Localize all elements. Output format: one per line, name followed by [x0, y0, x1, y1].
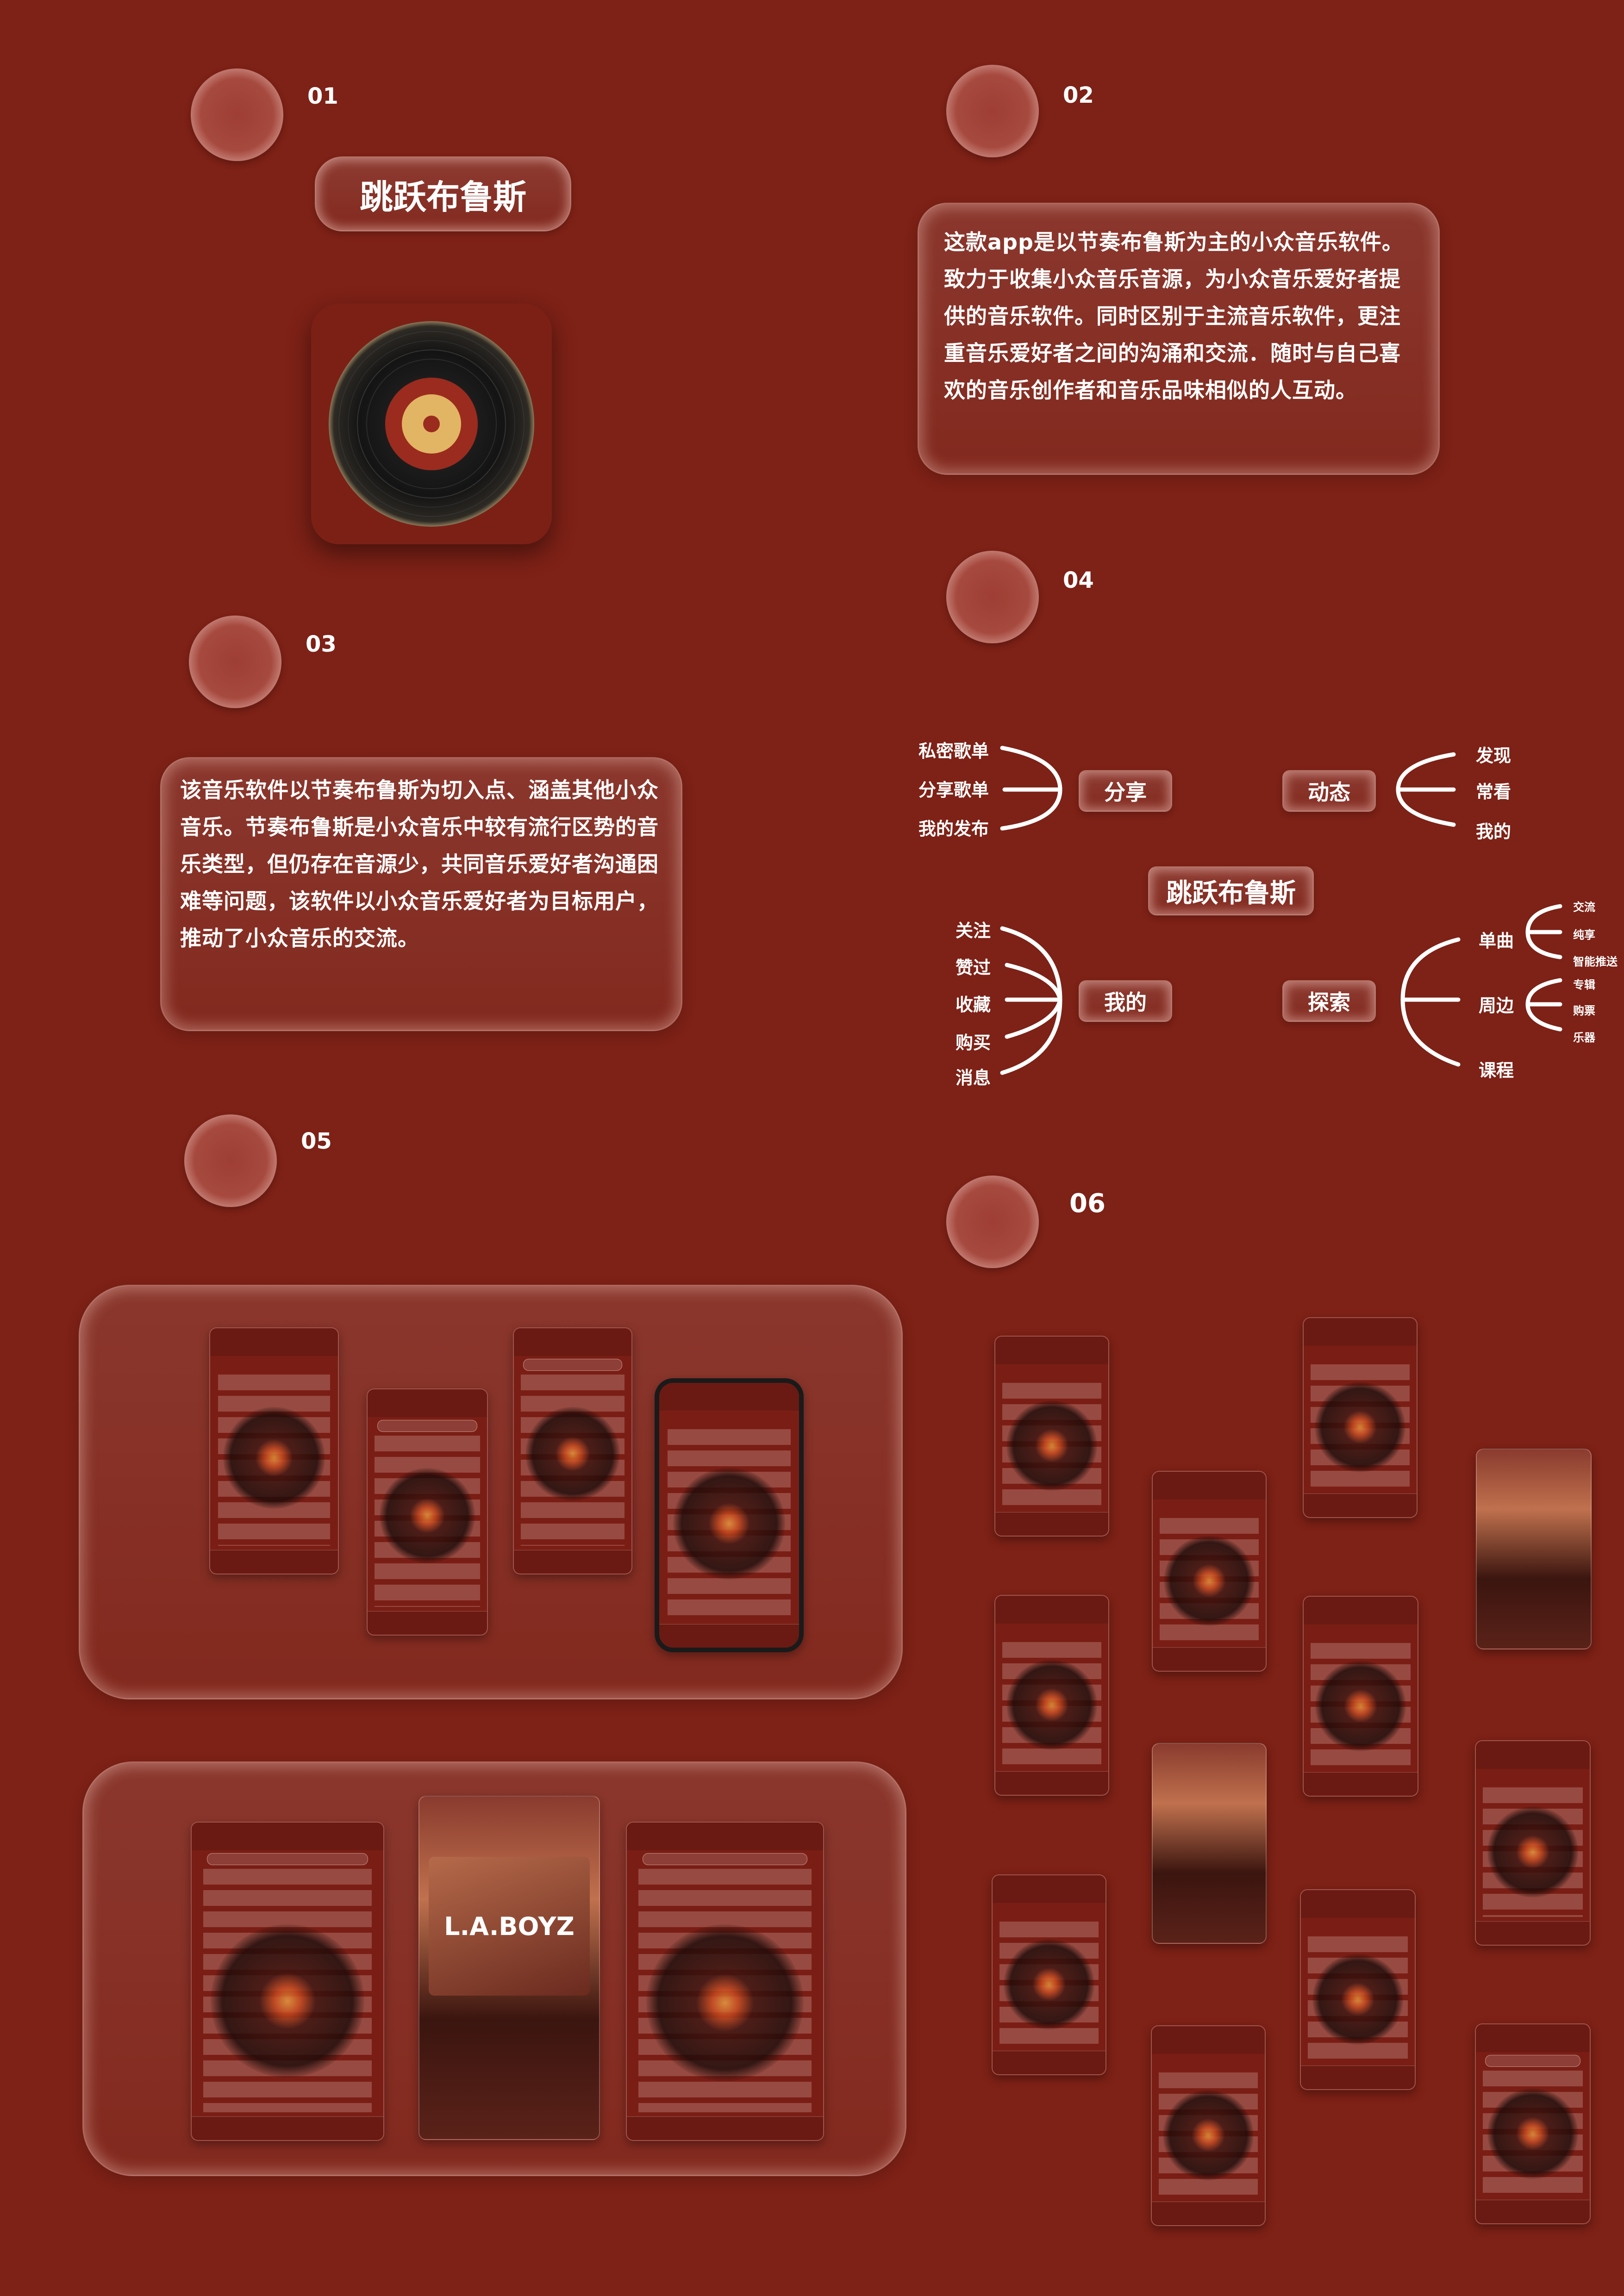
background-card: 该音乐软件以节奏布鲁斯为切入点、涵盖其他小众音乐。节奏布鲁斯是小众音乐中较有流行… — [160, 757, 682, 1031]
screen-06-f — [1303, 1596, 1418, 1797]
mm-share-2: 分享歌单 — [918, 780, 989, 800]
app-icon — [311, 304, 552, 544]
mm-single-sub-1: 交流 — [1573, 901, 1595, 914]
mm-explore-1: 单曲 — [1479, 931, 1514, 951]
mm-mine-2: 赞过 — [956, 958, 991, 978]
screen-06-d — [1476, 1449, 1592, 1649]
app-name-pill: 跳跃布鲁斯 — [315, 156, 571, 231]
mm-around-sub-2: 购票 — [1573, 1004, 1595, 1017]
mindmap-dynamic: 动态 — [1282, 770, 1376, 812]
section-03-number: 03 — [306, 631, 337, 657]
intro-card: 这款app是以节奏布鲁斯为主的小众音乐软件。致力于收集小众音乐音源，为小众音乐爱… — [918, 203, 1440, 475]
mm-explore-3: 课程 — [1479, 1060, 1514, 1081]
background-text: 该音乐软件以节奏布鲁斯为切入点、涵盖其他小众音乐。节奏布鲁斯是小众音乐中较有流行… — [180, 778, 659, 951]
mindmap-explore: 探索 — [1282, 980, 1376, 1022]
mm-mine-1: 关注 — [956, 921, 991, 941]
screen-06-a — [994, 1336, 1109, 1537]
screen-06-e — [994, 1595, 1109, 1796]
section-01-number: 01 — [307, 83, 338, 109]
section-06-number: 06 — [1069, 1188, 1106, 1219]
screen-06-h — [1475, 1740, 1591, 1946]
screen-06-g — [1152, 1743, 1267, 1944]
album-art: L.A.BOYZ — [429, 1857, 590, 1996]
mm-mine-3: 收藏 — [956, 995, 991, 1015]
mindmap-mine: 我的 — [1079, 980, 1172, 1022]
screen-06-l — [1475, 2023, 1591, 2224]
mm-share-1: 私密歌单 — [918, 741, 989, 761]
mm-explore-2: 周边 — [1479, 996, 1514, 1016]
phone-explore — [367, 1388, 488, 1636]
mm-mine-5: 消息 — [956, 1068, 991, 1088]
mm-dynamic-3: 我的 — [1476, 821, 1512, 842]
vinyl-record-icon — [329, 321, 534, 527]
phone-gallery — [513, 1327, 632, 1574]
section-01-circle — [191, 68, 283, 161]
screen-06-j — [1300, 1889, 1416, 2090]
mm-single-sub-2: 纯享 — [1573, 928, 1595, 941]
mm-dynamic-1: 发现 — [1476, 746, 1512, 766]
mm-share-3: 我的发布 — [918, 819, 989, 839]
section-04-number: 04 — [1063, 567, 1094, 593]
mm-around-sub-1: 专辑 — [1573, 978, 1595, 991]
phone-player: L.A.BOYZ — [418, 1796, 600, 2140]
section-05-circle — [184, 1114, 277, 1207]
screen-06-k — [1151, 2025, 1266, 2226]
section-02-number: 02 — [1063, 82, 1094, 108]
mindmap-share: 分享 — [1079, 770, 1172, 812]
mindmap-center: 跳跃布鲁斯 — [1148, 866, 1314, 915]
phone-favorites — [209, 1327, 339, 1574]
mm-dynamic-2: 常看 — [1476, 782, 1512, 802]
phone-profile — [655, 1378, 804, 1652]
intro-text: 这款app是以节奏布鲁斯为主的小众音乐软件。致力于收集小众音乐音源，为小众音乐爱… — [944, 230, 1404, 403]
section-02-circle — [946, 65, 1039, 157]
section-05-number: 05 — [301, 1128, 332, 1154]
phone-posts — [626, 1822, 824, 2141]
section-06-circle — [946, 1176, 1039, 1268]
screen-06-b — [1303, 1317, 1418, 1518]
mm-around-sub-3: 乐器 — [1573, 1031, 1595, 1044]
phone-feed — [191, 1822, 384, 2141]
screen-06-i — [992, 1874, 1106, 2075]
section-04-circle — [946, 551, 1039, 643]
mm-mine-4: 购买 — [956, 1033, 991, 1053]
section-03-circle — [189, 616, 281, 708]
mm-single-sub-3: 智能推送 — [1573, 955, 1618, 968]
screen-06-c — [1152, 1471, 1267, 1672]
